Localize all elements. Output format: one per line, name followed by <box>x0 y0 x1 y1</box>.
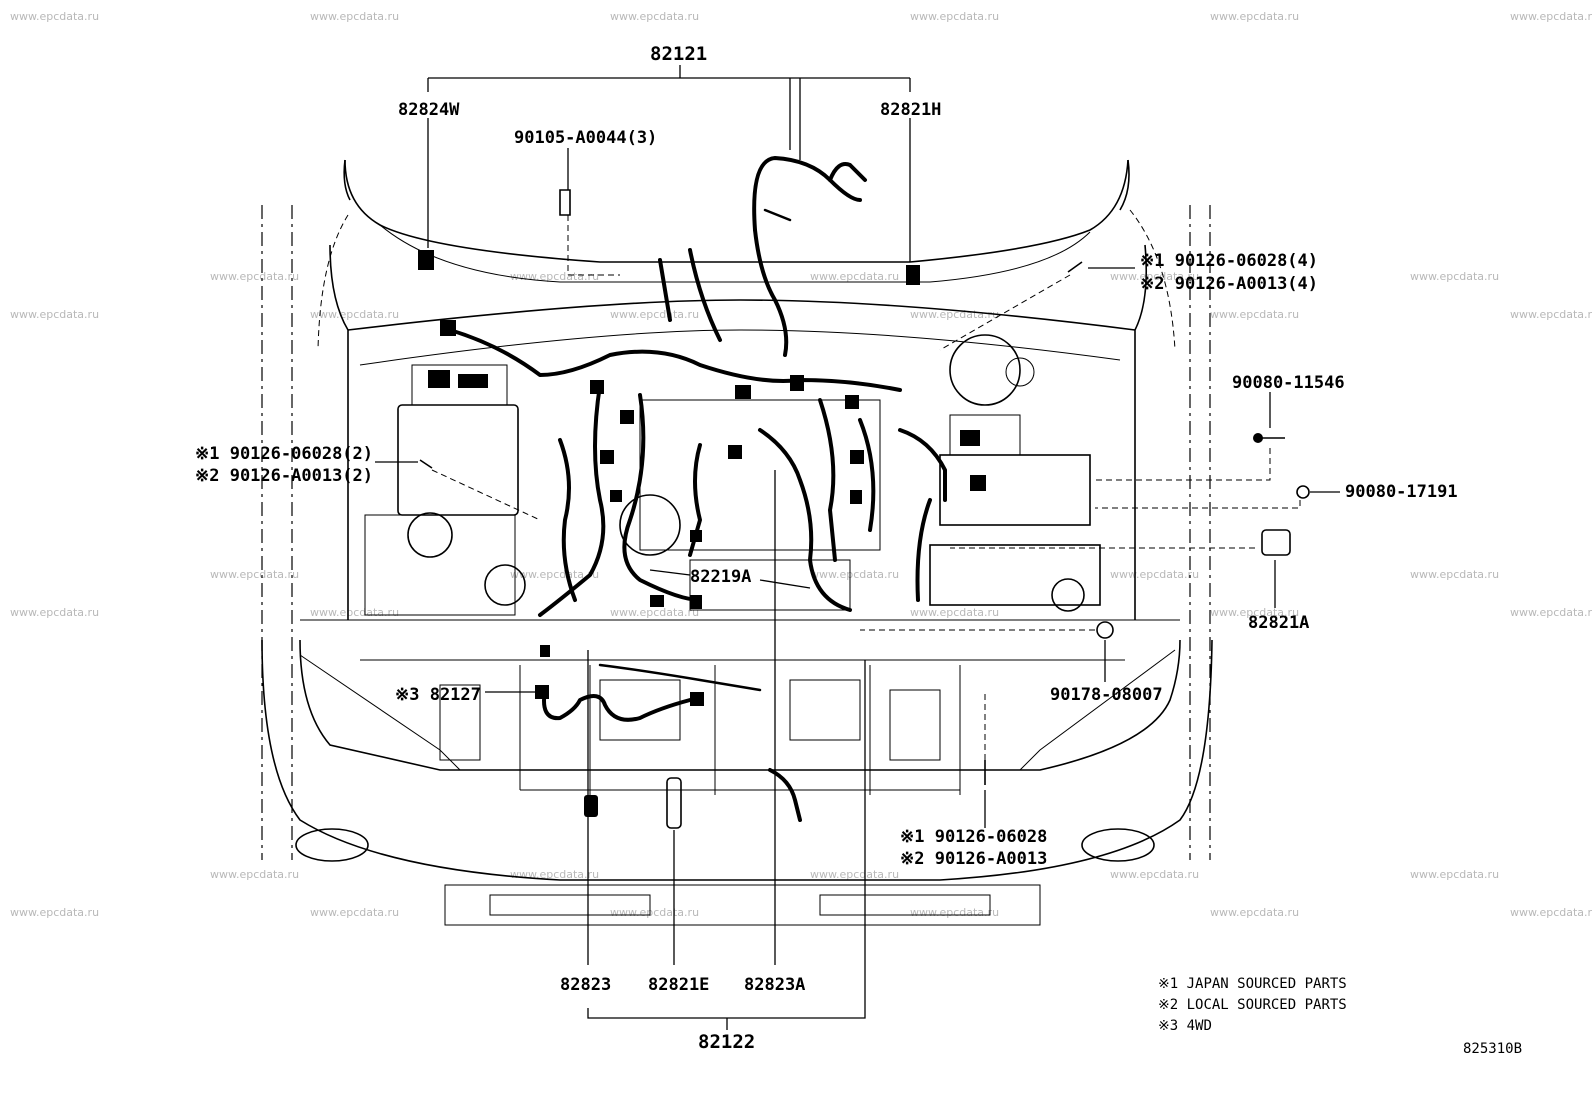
watermark: www.epcdata.ru <box>1510 606 1592 619</box>
callout-90126-06028-2: ※1 90126-06028(2) <box>195 444 373 464</box>
callout-82121: 82121 <box>650 43 707 65</box>
watermark: www.epcdata.ru <box>1110 270 1199 283</box>
watermark: www.epcdata.ru <box>210 270 299 283</box>
callout-82823: 82823 <box>560 975 611 995</box>
watermark: www.epcdata.ru <box>510 568 599 581</box>
watermark: www.epcdata.ru <box>510 270 599 283</box>
callout-82821a: 82821A <box>1248 613 1309 633</box>
watermark: www.epcdata.ru <box>10 606 99 619</box>
vehicle-body-outline <box>261 159 1213 926</box>
callout-90178-08007: 90178-08007 <box>1050 685 1163 705</box>
callout-82122: 82122 <box>698 1031 755 1053</box>
legend-item: ※2 LOCAL SOURCED PARTS <box>1158 997 1347 1013</box>
watermark: www.epcdata.ru <box>910 10 999 23</box>
watermark: www.epcdata.ru <box>610 606 699 619</box>
callout-90080-17191: 90080-17191 <box>1345 482 1458 502</box>
watermark: www.epcdata.ru <box>1510 906 1592 919</box>
watermark: www.epcdata.ru <box>810 868 899 881</box>
watermark: www.epcdata.ru <box>1410 270 1499 283</box>
watermark: www.epcdata.ru <box>210 868 299 881</box>
callout-90105-a0044: 90105-A0044(3) <box>514 128 657 148</box>
callout-82821h: 82821H <box>880 100 941 120</box>
callout-90126-06028: ※1 90126-06028 <box>900 827 1047 847</box>
watermark: www.epcdata.ru <box>1410 868 1499 881</box>
callout-82823a: 82823A <box>744 975 805 995</box>
watermark: www.epcdata.ru <box>1210 606 1299 619</box>
legend-item: ※3 4WD <box>1158 1018 1212 1034</box>
watermark: www.epcdata.ru <box>910 606 999 619</box>
callout-90126-a0013-4: ※2 90126-A0013(4) <box>1140 274 1318 294</box>
legend: ※1 JAPAN SOURCED PARTS ※2 LOCAL SOURCED … <box>1158 976 1347 1034</box>
legend-item: ※1 JAPAN SOURCED PARTS <box>1158 976 1347 992</box>
leader-lines <box>375 65 1340 1030</box>
callout-90080-11546: 90080-11546 <box>1232 373 1345 393</box>
watermark: www.epcdata.ru <box>1110 868 1199 881</box>
watermark: www.epcdata.ru <box>1410 568 1499 581</box>
watermark-layer: www.epcdata.ru www.epcdata.ru www.epcdat… <box>10 10 1592 919</box>
watermark: www.epcdata.ru <box>610 10 699 23</box>
watermark: www.epcdata.ru <box>10 10 99 23</box>
callout-90126-06028-4: ※1 90126-06028(4) <box>1140 251 1318 271</box>
watermark: www.epcdata.ru <box>1110 568 1199 581</box>
watermark: www.epcdata.ru <box>310 906 399 919</box>
callout-90126-a0013-2: ※2 90126-A0013(2) <box>195 466 373 486</box>
watermark: www.epcdata.ru <box>210 568 299 581</box>
watermark: www.epcdata.ru <box>1510 308 1592 321</box>
watermark: www.epcdata.ru <box>810 568 899 581</box>
drawing-number: 825310B <box>1463 1041 1522 1057</box>
watermark: www.epcdata.ru <box>1210 906 1299 919</box>
callout-82821e: 82821E <box>648 975 709 995</box>
watermark: www.epcdata.ru <box>610 308 699 321</box>
callout-82824w: 82824W <box>398 100 460 120</box>
watermark: www.epcdata.ru <box>1210 10 1299 23</box>
watermark: www.epcdata.ru <box>310 10 399 23</box>
watermark: www.epcdata.ru <box>1210 308 1299 321</box>
watermark: www.epcdata.ru <box>310 308 399 321</box>
wire-harness <box>418 156 1310 829</box>
watermark: www.epcdata.ru <box>310 606 399 619</box>
watermark: www.epcdata.ru <box>910 308 999 321</box>
watermark: www.epcdata.ru <box>10 906 99 919</box>
watermark: www.epcdata.ru <box>810 270 899 283</box>
watermark: www.epcdata.ru <box>10 308 99 321</box>
callout-82219a: 82219A <box>690 567 751 587</box>
watermark: www.epcdata.ru <box>610 906 699 919</box>
callout-82127: ※3 82127 <box>395 685 481 705</box>
watermark: www.epcdata.ru <box>910 906 999 919</box>
callout-90126-a0013: ※2 90126-A0013 <box>900 849 1047 869</box>
watermark: www.epcdata.ru <box>1510 10 1592 23</box>
part-callouts: 82121 82824W 82821H 90105-A0044(3) ※1 90… <box>195 43 1458 1053</box>
